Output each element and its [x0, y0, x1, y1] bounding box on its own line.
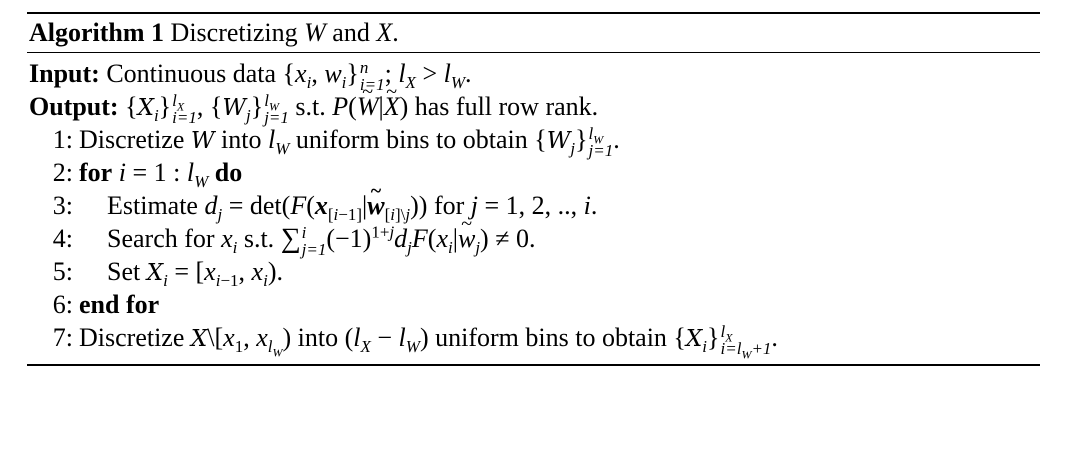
keyword-end-for: end for	[79, 290, 160, 319]
line-text: i = 1 : lW	[118, 158, 209, 192]
algorithm-box: Algorithm 1 Discretizing W and X. Input:…	[27, 12, 1040, 366]
line-text: Set Xi = [xi−1, xi).	[107, 257, 283, 291]
algorithm-label: Algorithm 1	[29, 18, 165, 47]
output-label: Output:	[29, 92, 119, 121]
line-text: Discretize X\[x1, xlW) into (lX − lW) un…	[79, 322, 778, 362]
algorithm-line-7: 7:Discretize X\[x1, xlW) into (lX − lW) …	[27, 321, 1040, 362]
line-number: 2:	[52, 158, 73, 187]
line-text: Discretize W into lW uniform bins to obt…	[79, 124, 620, 161]
line-number: 1:	[52, 125, 73, 154]
algorithm-line-1: 1:Discretize W into lW uniform bins to o…	[27, 123, 1040, 161]
keyword-for: for	[79, 158, 113, 187]
output-text: {Xi}lXi=1, {Wj}lWj=1 s.t. P(W|X) has ful…	[125, 92, 598, 126]
line-number: 4:	[52, 224, 73, 253]
title-rule	[27, 52, 1040, 53]
keyword-do: do	[214, 158, 243, 187]
line-number: 7:	[52, 323, 73, 352]
line-number: 5:	[52, 257, 73, 286]
algorithm-title-text: Discretizing W and X.	[170, 18, 399, 47]
algorithm-line-3: 3: Estimate dj = det(F(x[i−1]|w[i]\j)) fo…	[27, 189, 1040, 223]
algorithm-title: Algorithm 1 Discretizing W and X.	[27, 14, 1040, 52]
line-text: Estimate dj = det(F(x[i−1]|w[i]\j)) for …	[107, 191, 597, 223]
algorithm-line-6: 6:end for	[27, 288, 1040, 321]
bottom-rule	[27, 364, 1040, 366]
algorithm-line-5: 5: Set Xi = [xi−1, xi).	[27, 255, 1040, 291]
algorithm-line-2: 2:for i = 1 : lW do	[27, 156, 1040, 192]
top-rule	[27, 12, 1040, 14]
output-line: Output: {Xi}lXi=1, {Wj}lWj=1 s.t. P(W|X)…	[27, 90, 1040, 126]
line-text: Search for xi s.t. ∑ij=1(−1)1+jdjF(xi|wj…	[107, 223, 535, 258]
line-number: 6:	[52, 290, 73, 319]
line-number: 3:	[52, 191, 73, 220]
input-label: Input:	[29, 59, 100, 88]
